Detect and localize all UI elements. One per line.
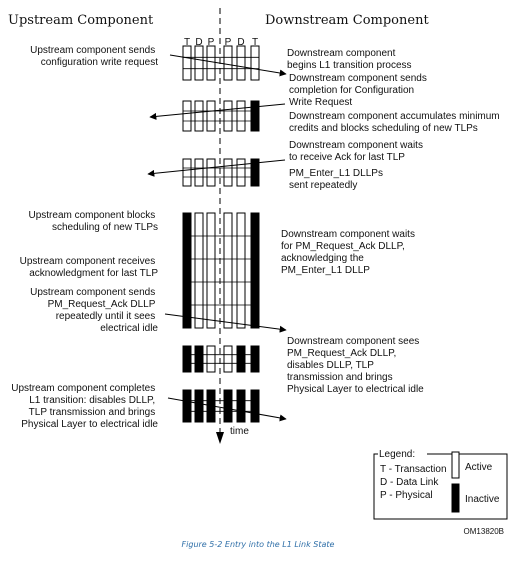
inactive-layer-block	[223, 389, 233, 423]
pm-request-ack-arrow	[164, 313, 287, 333]
time-arrow	[216, 432, 224, 444]
time-label: time	[230, 426, 249, 437]
figure-id: OM13820B	[464, 527, 504, 536]
pm-enter-arrow	[147, 159, 286, 177]
downstream-note-see-pm-request-ack: Downstream component sees PM_Request_Ack…	[287, 336, 424, 395]
column-label: T	[184, 37, 190, 48]
upstream-header: Upstream Component	[8, 13, 154, 28]
downstream-note-begin-l1: Downstream component begins L1 transitio…	[287, 48, 412, 71]
active-layer-block	[250, 45, 260, 81]
state-blocks	[182, 45, 260, 423]
legend-active-label: Active	[465, 462, 493, 473]
active-layer-block	[236, 158, 246, 187]
active-layer-block	[236, 100, 246, 132]
inactive-layer-block	[236, 389, 246, 423]
downstream-note-wait-pm-request-ack: Downstream component waits for PM_Reques…	[281, 229, 418, 276]
upstream-note-config-write: Upstream component sends configuration w…	[30, 45, 158, 68]
legend-active-swatch	[451, 451, 460, 479]
legend-title: Legend:	[379, 449, 415, 460]
electrical-idle-arrow	[167, 397, 287, 422]
legend-inactive-label: Inactive	[465, 494, 500, 505]
inactive-layer-block	[182, 212, 192, 329]
legend: Legend: T - Transaction D - Data Link P …	[373, 449, 508, 520]
downstream-note-accumulate-credits: Downstream component accumulates minimum…	[289, 111, 502, 134]
downstream-note-pm-enter-l1: PM_Enter_L1 DLLPs sent repeatedly	[289, 168, 386, 191]
active-layer-block	[206, 45, 216, 81]
active-layer-block	[206, 100, 216, 132]
inactive-layer-block	[236, 345, 246, 373]
active-layer-block	[236, 45, 246, 81]
column-label: P	[208, 37, 215, 48]
active-layer-block	[223, 45, 233, 81]
column-label: D	[237, 37, 244, 48]
active-layer-block	[182, 45, 192, 81]
legend-item-data-link: D - Data Link	[380, 477, 439, 488]
active-layer-block	[206, 158, 216, 187]
active-layer-block	[223, 212, 233, 329]
downstream-header: Downstream Component	[265, 13, 429, 28]
inactive-layer-block	[250, 345, 260, 373]
active-layer-block	[206, 212, 216, 329]
legend-item-transaction: T - Transaction	[380, 464, 447, 475]
downstream-note-wait-ack: Downstream component waits to receive Ac…	[289, 140, 426, 163]
active-layer-block	[194, 158, 204, 187]
active-layer-block	[206, 345, 216, 373]
active-layer-block	[194, 212, 204, 329]
upstream-note-complete-l1: Upstream component completes L1 transiti…	[11, 383, 158, 430]
column-label: P	[225, 37, 232, 48]
completion-arrow	[149, 103, 286, 120]
upstream-note-receive-ack: Upstream component receives acknowledgme…	[20, 256, 159, 279]
active-layer-block	[223, 158, 233, 187]
inactive-layer-block	[250, 158, 260, 187]
upstream-note-send-pm-request-ack: Upstream component sends PM_Request_Ack …	[30, 287, 158, 334]
active-layer-block	[194, 45, 204, 81]
inactive-layer-block	[194, 345, 204, 373]
inactive-layer-block	[182, 345, 192, 373]
figure-caption: Figure 5-2 Entry into the L1 Link State	[182, 540, 335, 549]
active-layer-block	[194, 100, 204, 132]
column-label: T	[252, 37, 258, 48]
legend-inactive-swatch	[451, 483, 460, 513]
column-labels: T D P P D T	[184, 37, 258, 48]
active-layer-block	[236, 212, 246, 329]
active-layer-block	[182, 100, 192, 132]
inactive-layer-block	[250, 389, 260, 423]
inactive-layer-block	[250, 100, 260, 132]
active-layer-block	[182, 158, 192, 187]
legend-item-physical: P - Physical	[380, 490, 433, 501]
message-arrows	[147, 54, 287, 422]
upstream-note-block-scheduling: Upstream component blocks scheduling of …	[28, 210, 158, 233]
inactive-layer-block	[194, 389, 204, 423]
active-layer-block	[223, 100, 233, 132]
inactive-layer-block	[250, 212, 260, 329]
config-write-arrow	[169, 54, 287, 77]
legend-border	[373, 453, 508, 520]
inactive-layer-block	[182, 389, 192, 423]
downstream-note-send-completion: Downstream component sends completion fo…	[289, 73, 430, 108]
active-layer-block	[223, 345, 233, 373]
column-label: D	[195, 37, 202, 48]
